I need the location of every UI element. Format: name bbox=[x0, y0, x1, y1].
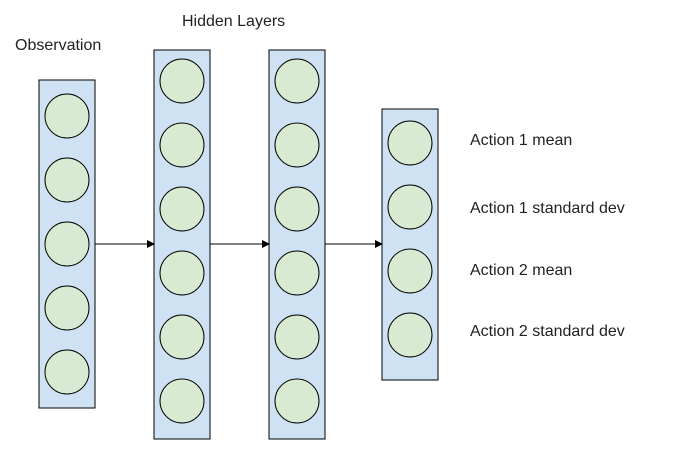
output-node-2 bbox=[387, 184, 433, 230]
observation-layer bbox=[38, 79, 96, 409]
observation-label: Observation bbox=[15, 37, 102, 54]
hidden-layers-label: Hidden Layers bbox=[182, 13, 286, 30]
hidden-2-layer bbox=[268, 49, 326, 440]
hidden-2-node-4 bbox=[274, 250, 320, 296]
observation-node-3 bbox=[44, 221, 90, 267]
hidden-1-node-1 bbox=[159, 58, 205, 104]
hidden-1-node-3 bbox=[159, 186, 205, 232]
hidden-1-node-5 bbox=[159, 314, 205, 360]
observation-node-5 bbox=[44, 349, 90, 395]
output-label-action-1-standard-dev: Action 1 standard dev bbox=[470, 200, 625, 217]
output-label-action-2-standard-dev: Action 2 standard dev bbox=[470, 323, 625, 340]
output-node-3 bbox=[387, 248, 433, 294]
output-node-4 bbox=[387, 312, 433, 358]
output-label-action-2-mean: Action 2 mean bbox=[470, 262, 573, 279]
hidden-1-layer bbox=[153, 49, 211, 440]
hidden-2-layer-box bbox=[268, 49, 326, 440]
observation-node-1 bbox=[44, 93, 90, 139]
hidden-1-node-4 bbox=[159, 250, 205, 296]
output-node-1 bbox=[387, 120, 433, 166]
hidden-1-node-6 bbox=[159, 378, 205, 424]
hidden-2-node-1 bbox=[274, 58, 320, 104]
observation-node-4 bbox=[44, 285, 90, 331]
hidden-2-node-3 bbox=[274, 186, 320, 232]
observation-node-2 bbox=[44, 157, 90, 203]
hidden-2-node-6 bbox=[274, 378, 320, 424]
hidden-1-node-2 bbox=[159, 122, 205, 168]
hidden-2-node-2 bbox=[274, 122, 320, 168]
output-layer bbox=[381, 108, 439, 381]
hidden-1-layer-box bbox=[153, 49, 211, 440]
hidden-2-node-5 bbox=[274, 314, 320, 360]
output-label-action-1-mean: Action 1 mean bbox=[470, 132, 573, 149]
